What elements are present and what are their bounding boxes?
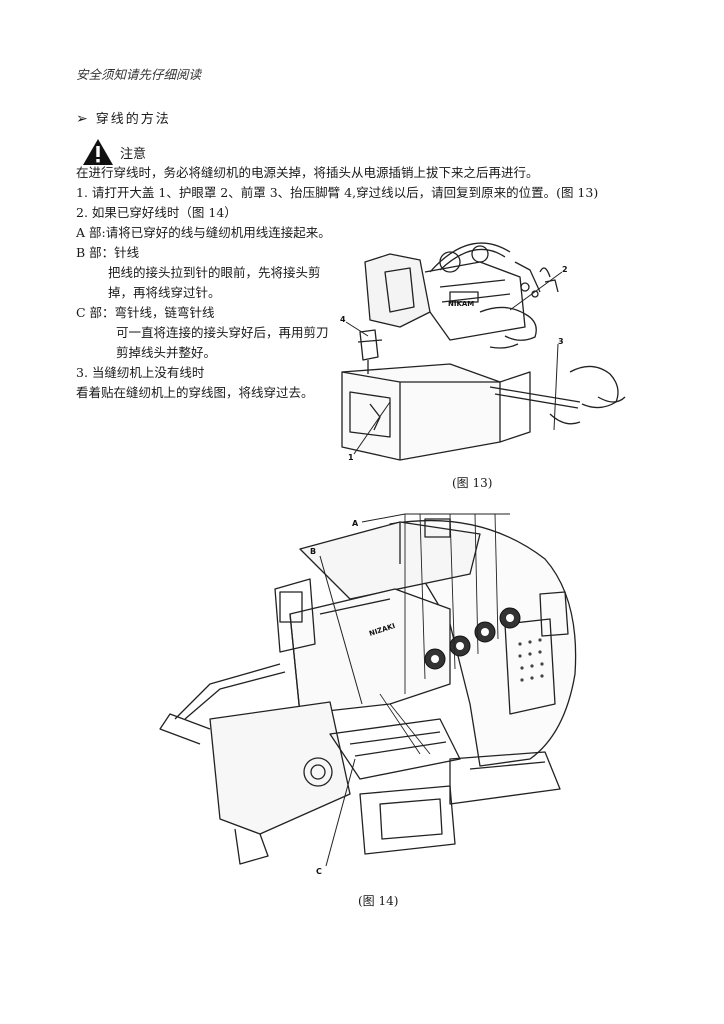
section-title: 穿线的方法 [95,112,171,127]
fig13-callout-2: 2 [562,265,568,274]
part-b-line1: 把线的接头拉到针的眼前，先将接头剪 [108,265,321,280]
figure-14-caption: (图 14) [358,894,399,908]
fig13-callout-4: 4 [340,315,346,324]
part-b-line2: 掉，再将线穿过针。 [108,285,221,300]
warning-triangle-icon [83,139,113,165]
step-1: 1. 请打开大盖 1、护眼罩 2、前罩 3、抬压脚臂 4,穿过线以后，请回复到原… [76,185,599,200]
step-3-instruction: 看着贴在缝纫机上的穿线图，将线穿过去。 [76,385,314,400]
step-2: 2. 如果已穿好线时（图 14） [76,205,237,220]
figure-13-illustration: 2 3 4 1 NIKAM [340,242,626,462]
caution-label: 注意 [120,146,147,162]
fig13-callout-1: 1 [348,453,354,462]
fig14-callout-c: C [316,867,322,876]
fig13-brand-label: NIKAM [448,300,474,308]
step-3: 3. 当缝纫机上没有线时 [76,365,205,380]
part-a-text: A 部:请将已穿好的线与缝纫机用线连接起来。 [76,225,331,240]
arrow-bullet-icon: ➢ [76,111,88,127]
figure-13-caption: (图 13) [452,476,493,490]
page-header: 安全须知请先仔细阅读 [76,67,202,82]
fig13-callout-3: 3 [558,337,564,346]
figure-14-illustration: A B C NIZAKI [159,513,577,876]
part-c-line2: 剪掉线头并整好。 [116,345,217,360]
fig14-callout-a: A [352,519,359,528]
part-b-heading: B 部：针线 [76,245,140,260]
caution-notice: 注意 [82,138,146,166]
part-c-heading: C 部：弯针线，链弯针线 [76,305,215,320]
part-c-line1: 可一直将连接的接头穿好后，再用剪刀 [116,325,329,340]
section-heading: ➢ 穿线的方法 [76,108,171,127]
paragraph-power-off: 在进行穿线时，务必将缝纫机的电源关掉，将插头从电源插销上拔下来之后再进行。 [76,165,539,180]
fig14-callout-b: B [310,547,316,556]
